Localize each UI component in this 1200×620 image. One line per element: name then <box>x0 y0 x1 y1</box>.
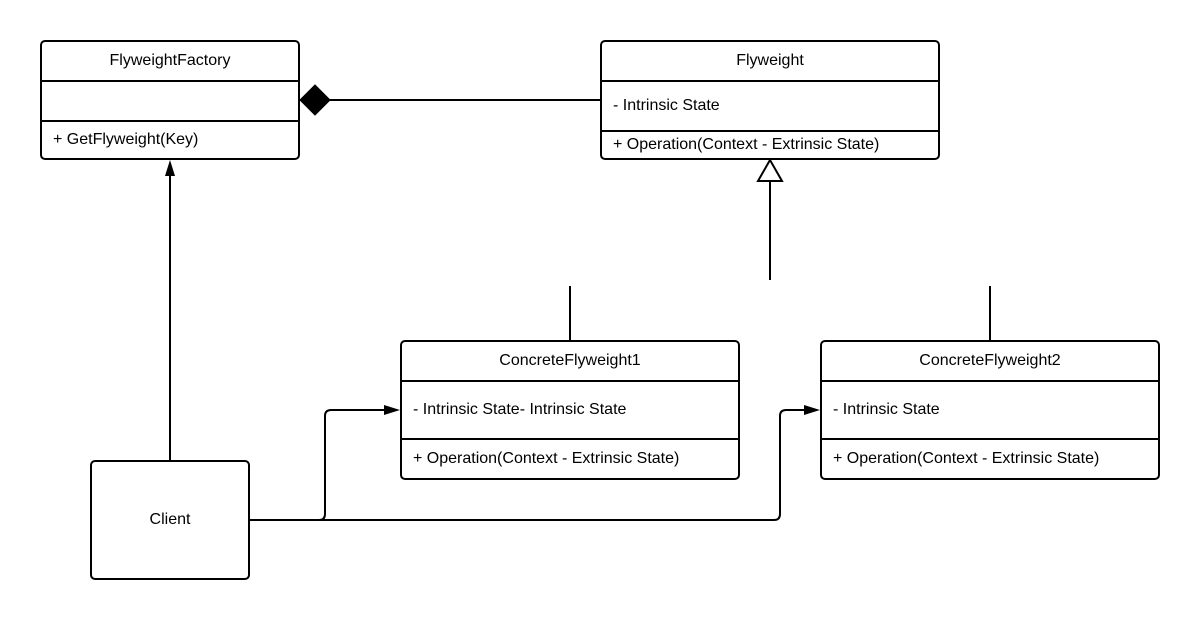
class-attributes: - Intrinsic State <box>822 380 1158 438</box>
class-attributes: - Intrinsic State <box>602 80 938 130</box>
composition-diamond <box>299 84 331 116</box>
arrowhead-factory <box>165 160 175 176</box>
flyweight-class: Flyweight - Intrinsic State + Operation(… <box>600 40 940 160</box>
arrowhead-concrete-2 <box>804 405 820 415</box>
class-attributes <box>42 80 298 120</box>
class-attributes: - Intrinsic State- Intrinsic State <box>402 380 738 438</box>
class-operations: + Operation(Context - Extrinsic State) <box>402 438 738 478</box>
class-name: Flyweight <box>736 52 804 69</box>
association-line-concrete-1 <box>250 409 384 521</box>
association-line-concrete-2 <box>250 409 804 521</box>
inheritance-triangle <box>756 157 784 182</box>
class-operations: + Operation(Context - Extrinsic State) <box>602 130 938 158</box>
class-operations: + GetFlyweight(Key) <box>42 120 298 158</box>
concrete-flyweight-1-class: ConcreteFlyweight1 - Intrinsic State- In… <box>400 340 740 480</box>
concrete-flyweight-2-class: ConcreteFlyweight2 - Intrinsic State + O… <box>820 340 1160 480</box>
client-label: Client <box>149 511 191 528</box>
class-name: ConcreteFlyweight2 <box>919 352 1061 369</box>
arrowhead-concrete-1 <box>384 405 400 415</box>
class-operations: + Operation(Context - Extrinsic State) <box>822 438 1158 478</box>
client-box: Client <box>90 460 250 580</box>
class-name: FlyweightFactory <box>109 52 231 69</box>
flyweight-factory-class: FlyweightFactory + GetFlyweight(Key) <box>40 40 300 160</box>
class-name: ConcreteFlyweight1 <box>499 352 641 369</box>
